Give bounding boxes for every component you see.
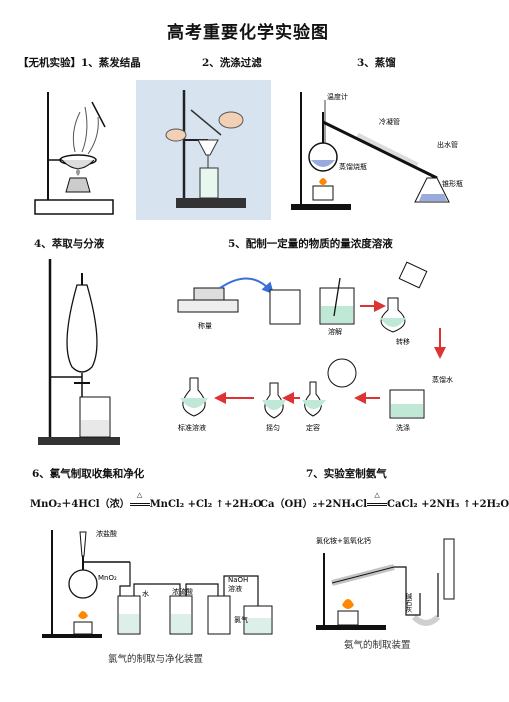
caption-chlorine: 6、氯气制取收集和净化	[32, 468, 145, 480]
equation-ammonia: Ca（OH）₂+2NH₄Cl△CaCl₂ +2NH₃ ↑+2H₂O	[260, 490, 509, 510]
svg-text:温度计: 温度计	[327, 92, 348, 101]
equation-chlorine: MnO₂＋4HCl（浓）△MnCl₂ +Cl₂ ↑+2H₂O	[30, 490, 262, 510]
svg-text:蒸馏水: 蒸馏水	[432, 375, 453, 384]
svg-text:蒸馏烧瓶: 蒸馏烧瓶	[339, 162, 367, 171]
caption-distill: 3、蒸馏	[357, 57, 396, 69]
svg-text:转移: 转移	[396, 337, 410, 346]
svg-text:浓盐酸: 浓盐酸	[96, 529, 117, 538]
ammonia-apparatus-figure: 氯化铵+氢氧化钙 碱石灰	[316, 536, 455, 630]
chlorine-figure-caption: 氯气的制取与净化装置	[108, 654, 204, 665]
svg-text:标准溶液: 标准溶液	[178, 423, 206, 432]
svg-text:锥形瓶: 锥形瓶	[442, 179, 463, 188]
svg-text:氯气: 氯气	[234, 615, 248, 624]
svg-text:浓硫酸: 浓硫酸	[172, 587, 193, 596]
svg-text:水: 水	[142, 589, 149, 598]
svg-text:洗涤: 洗涤	[396, 423, 410, 432]
svg-text:出水管: 出水管	[437, 140, 458, 149]
section-header: 【无机实验】	[18, 57, 81, 69]
evaporation-figure	[34, 92, 114, 215]
caption-evaporate: 【无机实验】1、蒸发结晶	[18, 57, 141, 69]
svg-text:NaOH: NaOH	[228, 576, 248, 584]
svg-text:溶液: 溶液	[228, 584, 242, 593]
svg-text:摇匀: 摇匀	[266, 423, 280, 432]
svg-text:称量: 称量	[198, 321, 212, 330]
caption-ammonia: 7、实验室制氨气	[306, 468, 387, 480]
svg-text:溶解: 溶解	[328, 327, 342, 336]
caption-extract: 4、萃取与分液	[34, 238, 105, 250]
separatory-funnel-figure	[38, 259, 120, 445]
svg-text:氯化铵+氢氧化钙: 氯化铵+氢氧化钙	[316, 536, 371, 545]
filtration-figure	[136, 80, 271, 220]
svg-text:MnO₂: MnO₂	[98, 574, 117, 582]
svg-text:定容: 定容	[306, 423, 320, 432]
page-title: 高考重要化学实验图	[167, 23, 329, 43]
distillation-figure: 温度计 冷凝管 蒸馏烧瓶 出水管 锥形瓶	[291, 92, 463, 210]
caption-wash-filter: 2、洗涤过滤	[202, 57, 262, 69]
chlorine-apparatus-figure: 浓盐酸 MnO₂ 水 浓硫酸 NaOH 溶液 氯气	[42, 529, 273, 638]
ammonia-figure-caption: 氨气的制取装置	[344, 640, 411, 651]
solution-preparation-figure: 称量 溶解 转移 标准溶液 摇匀 定容 洗涤 蒸馏水	[177, 261, 453, 432]
svg-text:碱石灰: 碱石灰	[404, 593, 412, 614]
svg-text:冷凝管: 冷凝管	[379, 117, 400, 126]
caption-solution: 5、配制一定量的物质的量浓度溶液	[228, 238, 393, 250]
